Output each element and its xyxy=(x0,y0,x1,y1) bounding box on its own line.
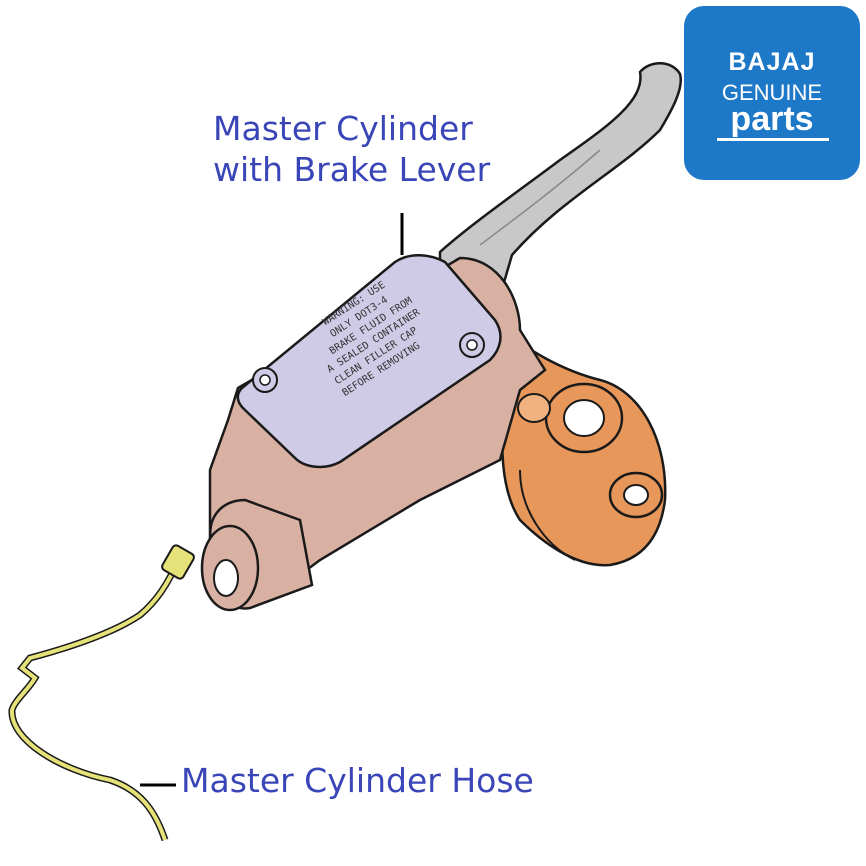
brand-underline xyxy=(717,138,829,141)
brand-name: BAJAJ xyxy=(728,48,816,76)
brand-genuine: GENUINE xyxy=(721,80,823,105)
master-cylinder-hose xyxy=(8,544,195,842)
reservoir-cap: WARNING: USE ONLY DOT3-4 BRAKE FLUID FRO… xyxy=(236,254,502,469)
bajaj-genuine-parts-badge: BAJAJ GENUINE parts xyxy=(684,6,860,180)
handlebar-clamp xyxy=(498,327,667,567)
brand-parts: parts xyxy=(730,100,814,138)
master-cylinder-label: Master Cylinder with Brake Lever xyxy=(213,108,490,191)
hose-label: Master Cylinder Hose xyxy=(181,761,534,800)
master-cylinder-label-line2: with Brake Lever xyxy=(213,150,491,190)
master-cylinder-label-line1: Master Cylinder xyxy=(213,109,473,148)
